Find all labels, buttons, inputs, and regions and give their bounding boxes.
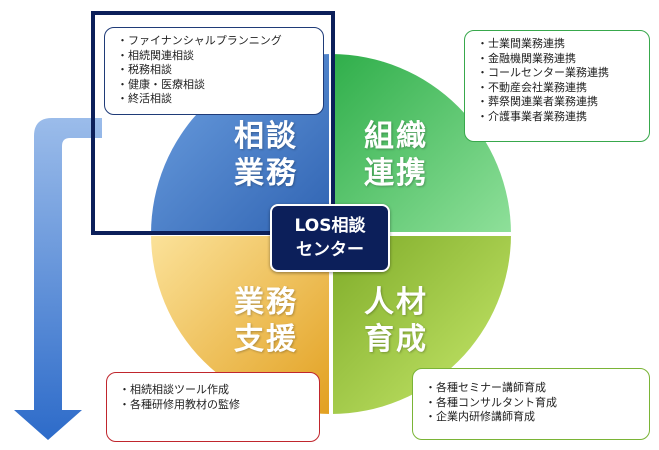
list-item: 不動産会社業務連携	[477, 81, 641, 96]
center-label-line1: LOS相談	[294, 216, 366, 236]
note-support-list: 相続相談ツール作成各種研修用教材の監修	[119, 383, 311, 412]
list-item: 終活相談	[117, 92, 315, 107]
list-item: 相続関連相談	[117, 49, 315, 64]
quadrant-support	[151, 234, 331, 414]
list-item: 税務相談	[117, 63, 315, 78]
note-org: 士業間業務連携金融機関業務連携コールセンター業務連携不動産会社業務連携葬祭関連業…	[464, 30, 650, 142]
note-support: 相続相談ツール作成各種研修用教材の監修	[106, 372, 320, 442]
list-item: 健康・医療相談	[117, 78, 315, 93]
quadrant-label-hr: 人材 育成	[356, 284, 436, 358]
quadrant-label-line: 人材	[364, 285, 428, 320]
quadrant-label-line: 組織	[364, 119, 428, 154]
quadrant-label-line: 連携	[364, 156, 428, 191]
note-hr-list: 各種セミナー講師育成各種コンサルタント育成企業内研修講師育成	[425, 381, 641, 425]
quadrant-label-line: 支援	[234, 322, 298, 357]
quadrant-label-line: 業務	[234, 156, 298, 191]
list-item: 各種セミナー講師育成	[425, 381, 641, 396]
note-org-list: 士業間業務連携金融機関業務連携コールセンター業務連携不動産会社業務連携葬祭関連業…	[477, 37, 641, 124]
quadrant-hr	[331, 234, 511, 414]
list-item: 各種コンサルタント育成	[425, 396, 641, 411]
list-item: 各種研修用教材の監修	[119, 398, 311, 413]
quadrant-label-consult: 相談 業務	[226, 118, 306, 192]
list-item: コールセンター業務連携	[477, 66, 641, 81]
quadrant-label-support: 業務 支援	[226, 284, 306, 358]
list-item: 金融機関業務連携	[477, 52, 641, 67]
list-item: 相続相談ツール作成	[119, 383, 311, 398]
highlight-frame	[91, 11, 335, 235]
center-label: LOS相談 センター	[270, 204, 390, 272]
note-consult-list: ファイナンシャルプランニング相続関連相談税務相談健康・医療相談終活相談	[117, 34, 315, 107]
list-item: ファイナンシャルプランニング	[117, 34, 315, 49]
quadrant-label-org: 組織 連携	[356, 118, 436, 192]
quadrant-label-line: 育成	[364, 322, 428, 357]
list-item: 葬祭関連業者業務連携	[477, 95, 641, 110]
list-item: 士業間業務連携	[477, 37, 641, 52]
center-label-line2: センター	[296, 240, 364, 260]
list-item: 介護事業者業務連携	[477, 110, 641, 125]
note-consult: ファイナンシャルプランニング相続関連相談税務相談健康・医療相談終活相談	[104, 27, 324, 115]
quadrant-label-line: 業務	[234, 285, 298, 320]
quadrant-org	[331, 54, 511, 234]
quadrant-label-line: 相談	[234, 119, 298, 154]
flow-arrow	[14, 118, 102, 440]
list-item: 企業内研修講師育成	[425, 410, 641, 425]
note-hr: 各種セミナー講師育成各種コンサルタント育成企業内研修講師育成	[412, 368, 650, 440]
